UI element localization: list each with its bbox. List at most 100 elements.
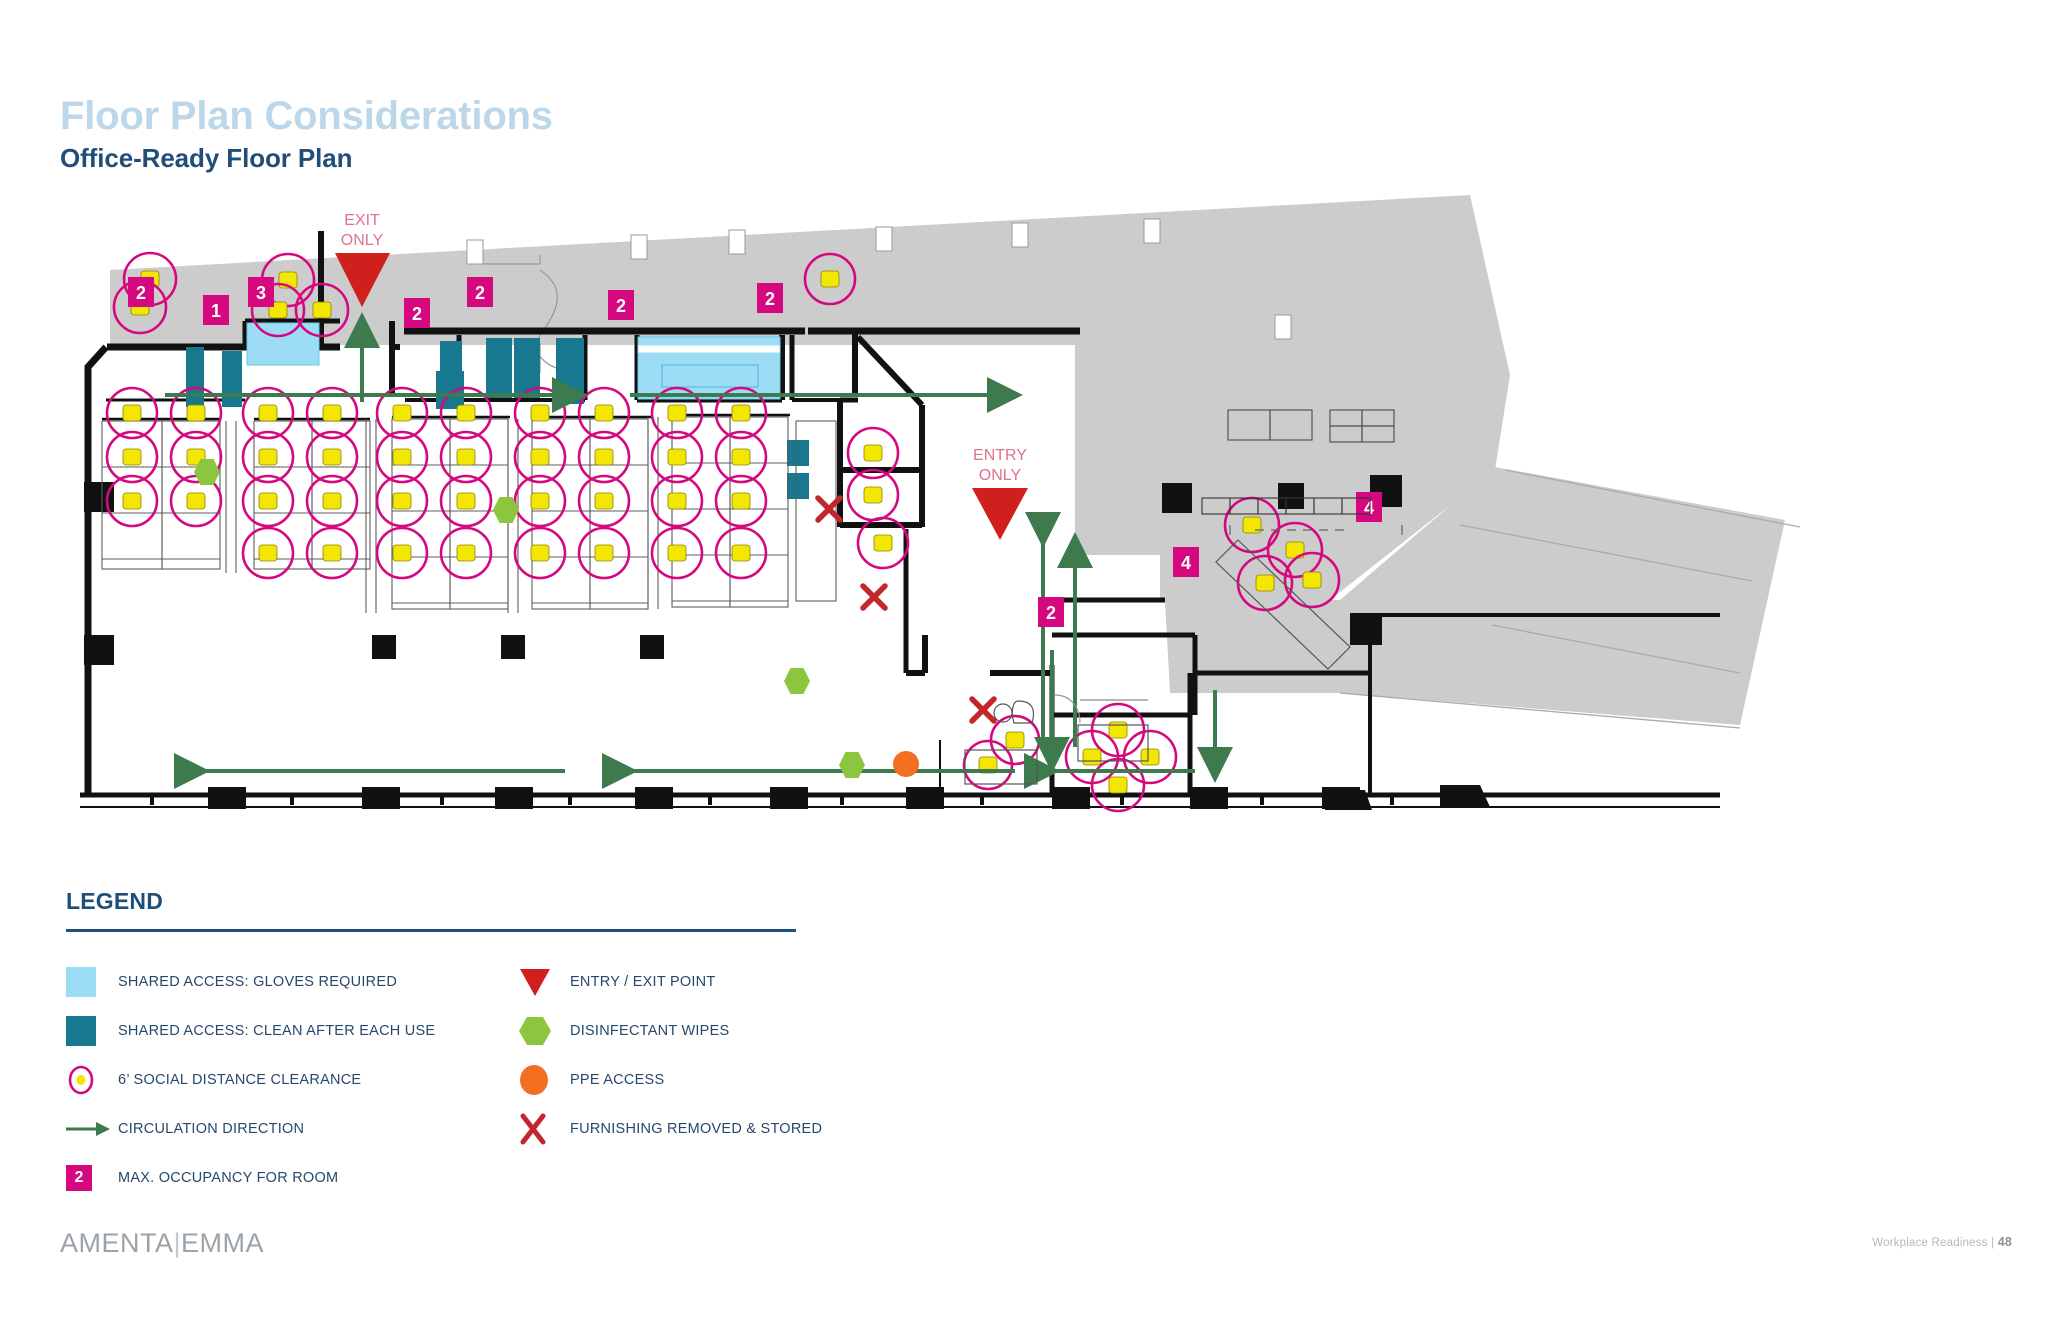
chair bbox=[1242, 516, 1262, 534]
chair bbox=[322, 544, 342, 562]
chair bbox=[322, 492, 342, 510]
chair bbox=[312, 301, 332, 319]
chair bbox=[530, 544, 550, 562]
hexagon-green-icon bbox=[518, 1015, 570, 1047]
social-distance-circle bbox=[375, 474, 429, 528]
svg-text:2: 2 bbox=[475, 283, 485, 303]
chair bbox=[186, 492, 206, 510]
plan-occupancy-badge: 2 bbox=[467, 277, 493, 307]
social-distance-circle bbox=[577, 474, 631, 528]
svg-text:2: 2 bbox=[616, 296, 626, 316]
shared-access-gloves-zones bbox=[246, 322, 781, 400]
social-distance-circle bbox=[105, 430, 159, 484]
chair bbox=[530, 448, 550, 466]
legend-item-disinfectant-wipes: DISINFECTANT WIPES bbox=[518, 1007, 822, 1055]
social-distance-circle bbox=[375, 526, 429, 580]
social-distance-circle bbox=[650, 474, 704, 528]
svg-text:4: 4 bbox=[1364, 498, 1374, 518]
chair bbox=[594, 404, 614, 422]
legend: LEGEND SHARED ACCESS: GLOVES REQUIRED SH… bbox=[66, 888, 866, 1203]
social-distance-circle bbox=[513, 526, 567, 580]
social-distance-circle bbox=[250, 282, 306, 338]
window-mullions bbox=[150, 797, 1394, 805]
chair bbox=[456, 544, 476, 562]
plan-occupancy-badge: 4 bbox=[1173, 547, 1199, 577]
social-distance-circle bbox=[513, 430, 567, 484]
legend-item-social-distance: 6’ SOCIAL DISTANCE CLEARANCE bbox=[66, 1056, 518, 1104]
legend-item-clean-after-use: SHARED ACCESS: CLEAN AFTER EACH USE bbox=[66, 1007, 518, 1055]
chair bbox=[667, 544, 687, 562]
svg-text:3: 3 bbox=[256, 283, 266, 303]
social-distance-circles bbox=[105, 251, 1341, 813]
plan-occupancy-badge: 1 bbox=[203, 295, 229, 325]
workstation-grid bbox=[101, 413, 837, 613]
plan-occupancy-badge: 2 bbox=[1038, 597, 1064, 627]
legend-item-max-occupancy: 2 MAX. OCCUPANCY FOR ROOM bbox=[66, 1154, 518, 1202]
legend-label: SHARED ACCESS: CLEAN AFTER EACH USE bbox=[118, 1023, 436, 1039]
social-distance-circle bbox=[241, 430, 295, 484]
social-distance-circle bbox=[714, 526, 768, 580]
chair bbox=[820, 270, 840, 288]
social-distance-circle bbox=[241, 474, 295, 528]
legend-label: SHARED ACCESS: GLOVES REQUIRED bbox=[118, 974, 398, 990]
svg-text:4: 4 bbox=[1181, 553, 1191, 573]
chair bbox=[392, 492, 412, 510]
page-number: 48 bbox=[1997, 1235, 2012, 1249]
social-distance-circle bbox=[305, 474, 359, 528]
chair bbox=[731, 448, 751, 466]
social-distance-circle bbox=[714, 430, 768, 484]
chair bbox=[1302, 571, 1322, 589]
structural-columns bbox=[84, 475, 1490, 810]
social-distance-circle bbox=[1122, 729, 1178, 785]
conference-table-four bbox=[1054, 694, 1149, 762]
swatch-light-blue-icon bbox=[66, 967, 118, 997]
legend-item-gloves-required: SHARED ACCESS: GLOVES REQUIRED bbox=[66, 958, 518, 1006]
plan-occupancy-badge: 2 bbox=[128, 277, 154, 307]
occupancy-badge-value: 2 bbox=[66, 1165, 92, 1191]
social-distance-circle bbox=[294, 282, 350, 338]
chair bbox=[863, 444, 883, 462]
svg-text:2: 2 bbox=[765, 289, 775, 309]
chair bbox=[122, 492, 142, 510]
social-distance-circle bbox=[305, 526, 359, 580]
social-distance-circle bbox=[1266, 521, 1324, 579]
chair bbox=[1082, 748, 1102, 766]
chair bbox=[392, 448, 412, 466]
disinfectant-wipes-icon bbox=[839, 752, 865, 778]
social-distance-circle bbox=[577, 386, 631, 440]
chair bbox=[258, 492, 278, 510]
chair bbox=[873, 534, 893, 552]
chair bbox=[1108, 776, 1128, 794]
plan-occupancy-badge: 2 bbox=[757, 283, 783, 313]
social-distance-circle bbox=[513, 386, 567, 440]
triangle-down-red-icon bbox=[518, 966, 570, 998]
chair bbox=[731, 404, 751, 422]
small-table-two-person bbox=[964, 749, 1038, 785]
chair bbox=[731, 544, 751, 562]
page-subtitle: Office-Ready Floor Plan bbox=[60, 143, 353, 173]
social-distance-circle bbox=[105, 474, 159, 528]
plan-occupancy-badge: 2 bbox=[404, 298, 430, 328]
chair bbox=[667, 492, 687, 510]
chair bbox=[322, 404, 342, 422]
furnishing-removed-icon bbox=[969, 696, 997, 724]
legend-label: ENTRY / EXIT POINT bbox=[570, 974, 716, 990]
chair bbox=[122, 404, 142, 422]
social-distance-circle bbox=[375, 386, 429, 440]
social-distance-circle bbox=[714, 386, 768, 440]
chair bbox=[456, 492, 476, 510]
legend-column-left: SHARED ACCESS: GLOVES REQUIRED SHARED AC… bbox=[66, 958, 518, 1203]
chair bbox=[122, 448, 142, 466]
chair bbox=[1005, 731, 1025, 749]
chair bbox=[258, 544, 278, 562]
svg-text:2: 2 bbox=[1046, 603, 1056, 623]
legend-label: MAX. OCCUPANCY FOR ROOM bbox=[118, 1170, 339, 1186]
social-distance-circle bbox=[169, 386, 223, 440]
plan-occupancy-badge: 3 bbox=[248, 277, 274, 307]
legend-column-right: ENTRY / EXIT POINT DISINFECTANT WIPES PP… bbox=[518, 958, 822, 1203]
legend-label: 6’ SOCIAL DISTANCE CLEARANCE bbox=[118, 1072, 362, 1088]
social-distance-circle bbox=[577, 430, 631, 484]
plan-occupancy-badge: 4 bbox=[1356, 492, 1382, 522]
chair bbox=[667, 448, 687, 466]
social-distance-circle bbox=[439, 430, 493, 484]
